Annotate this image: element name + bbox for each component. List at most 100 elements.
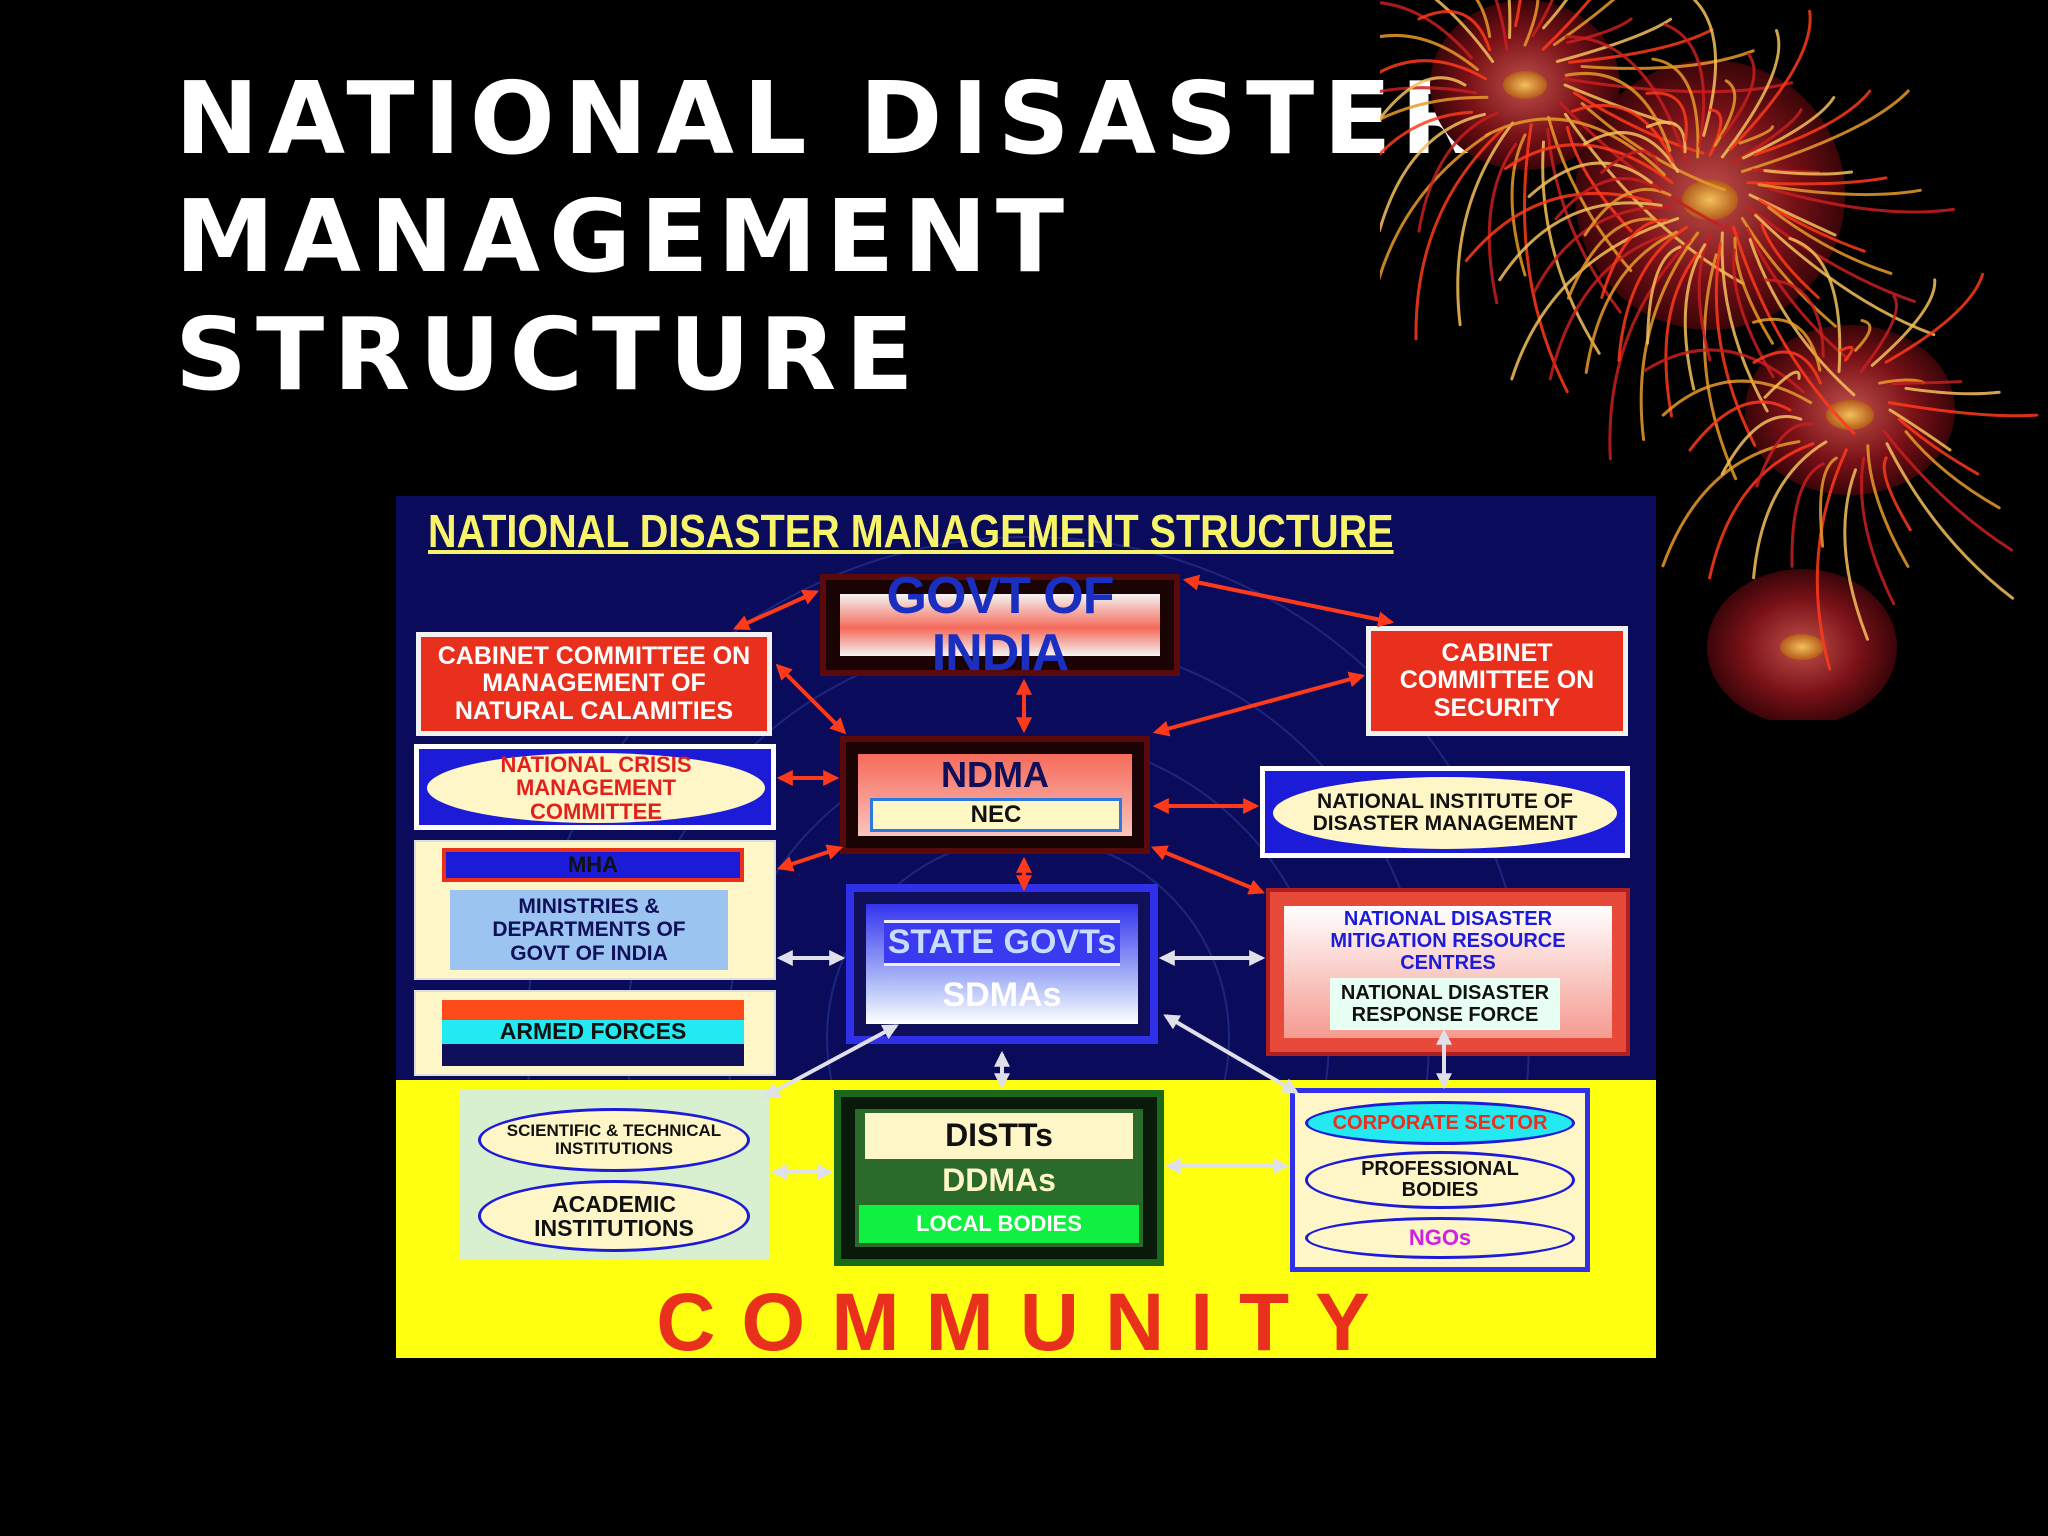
slide-title-line-3: STRUCTURE bbox=[175, 296, 923, 413]
ccs-box: CABINET COMMITTEE ON SECURITY bbox=[1366, 626, 1628, 736]
arrow-state-institutions bbox=[763, 1024, 899, 1098]
firework-ball-2 bbox=[1575, 60, 1845, 330]
ndrf-label: NATIONAL DISASTER RESPONSE FORCE bbox=[1340, 982, 1550, 1026]
diagram-title: NATIONAL DISASTER MANAGEMENT STRUCTURE bbox=[428, 505, 1394, 557]
firework-ray bbox=[1484, 117, 1666, 177]
civil-society-panel: CORPORATE SECTOR PROFESSIONAL BODIES NGO… bbox=[1290, 1088, 1590, 1272]
firework-ray bbox=[1380, 34, 1479, 72]
ndmrc-box: NATIONAL DISASTER MITIGATION RESOURCE CE… bbox=[1266, 888, 1630, 1056]
firework-ray bbox=[1584, 230, 1679, 374]
firework-ray bbox=[1720, 231, 1769, 413]
nec-label: NEC bbox=[970, 800, 1022, 828]
firework-ray bbox=[1839, 345, 1854, 362]
firework-ray bbox=[1860, 456, 1896, 606]
firework-ray bbox=[1639, 231, 1700, 441]
firework-ray bbox=[1546, 128, 1622, 314]
arrow-ndma-ndmrc bbox=[1151, 845, 1265, 895]
firework-ray bbox=[1510, 217, 1680, 381]
armed-forces-band: ARMED FORCES bbox=[442, 1019, 744, 1044]
firework-ray bbox=[1755, 422, 1815, 488]
firework-ray bbox=[1600, 149, 1660, 174]
firework-ray bbox=[1720, 52, 1756, 138]
structure-diagram: COMMUNITY NATIONAL DISASTER MANAGEMENT S… bbox=[396, 496, 1656, 1358]
slide-title-line-2: MANAGEMENT bbox=[175, 178, 1074, 295]
ndma-box: NDMA NEC bbox=[840, 736, 1150, 854]
firework-ray bbox=[1504, 143, 1674, 185]
firework-ray bbox=[1788, 236, 1842, 374]
firework-ray bbox=[1380, 132, 1492, 281]
firework-ray bbox=[1414, 128, 1504, 341]
firework-ray bbox=[1745, 226, 1849, 361]
arrow-ccs-ndma bbox=[1152, 671, 1366, 737]
firework-ray bbox=[1547, 115, 1633, 273]
firework-ray bbox=[1417, 10, 1492, 52]
professional-label: PROFESSIONAL BODIES bbox=[1361, 1158, 1519, 1201]
state-govts-inner: STATE GOVTs SDMAs bbox=[866, 904, 1138, 1024]
ccmnc-box: CABINET COMMITTEE ON MANAGEMENT OF NATUR… bbox=[416, 632, 772, 736]
firework-ray bbox=[1760, 223, 1820, 299]
ndrf-box: NATIONAL DISASTER RESPONSE FORCE bbox=[1330, 978, 1560, 1030]
firework-ray bbox=[1646, 245, 1682, 345]
corporate-label: CORPORATE SECTOR bbox=[1332, 1111, 1548, 1134]
firework-ray bbox=[1487, 142, 1518, 305]
local-bodies-box: LOCAL BODIES bbox=[859, 1205, 1139, 1243]
distts-inner: DISTTs DDMAs LOCAL BODIES bbox=[855, 1109, 1143, 1247]
firework-ball-3 bbox=[1745, 325, 1955, 495]
armed-forces-flag-bottom bbox=[442, 1044, 744, 1066]
firework-ray bbox=[1732, 248, 1775, 379]
firework-ray bbox=[1554, 177, 1662, 221]
nidm-label: NATIONAL INSTITUTE OF DISASTER MANAGEMEN… bbox=[1312, 789, 1578, 835]
firework-ray bbox=[1617, 225, 1688, 362]
ncmc-oval: NATIONAL CRISIS MANAGEMENT COMMITTEE bbox=[427, 753, 765, 823]
firework-ray bbox=[1790, 462, 1825, 568]
firework-ray bbox=[1815, 448, 1848, 671]
arrow-ccmnc-govt bbox=[733, 589, 819, 631]
firework-ray bbox=[1720, 415, 1803, 476]
distts-box: DISTTs DDMAs LOCAL BODIES bbox=[834, 1090, 1164, 1266]
firework-ray bbox=[1768, 187, 1956, 214]
ngos-oval: NGOs bbox=[1305, 1217, 1575, 1259]
local-bodies-label: LOCAL BODIES bbox=[916, 1210, 1082, 1236]
firework-ray bbox=[1866, 444, 1910, 568]
firework-ray bbox=[1564, 35, 1688, 165]
firework-ray bbox=[1882, 429, 2014, 552]
firework-ray bbox=[1757, 183, 1922, 197]
firework-ray bbox=[1651, 57, 1700, 159]
connector-arrows bbox=[733, 574, 1452, 1180]
firework-ray bbox=[1897, 417, 1980, 476]
firework-ray bbox=[1904, 430, 2001, 510]
govt-of-india-inner: GOVT OF INDIA bbox=[840, 567, 1160, 682]
firework-ray bbox=[1475, 0, 1492, 38]
firework-ray bbox=[1661, 379, 1813, 417]
firework-ray bbox=[1380, 95, 1489, 122]
nec-box: NEC bbox=[870, 798, 1122, 832]
firework-ray bbox=[1708, 442, 1815, 580]
academic-oval: ACADEMIC INSTITUTIONS bbox=[478, 1180, 750, 1252]
firework-ray bbox=[1740, 217, 1837, 328]
firework-ray bbox=[1646, 120, 1687, 154]
ndmrc-label: NATIONAL DISASTER MITIGATION RESOURCE CE… bbox=[1330, 908, 1566, 974]
firework-ray bbox=[1380, 1, 1474, 60]
slide-title-line-1: NATIONAL DISASTER bbox=[175, 60, 1487, 177]
firework-ray bbox=[1523, 0, 1540, 47]
firework-ray bbox=[1763, 169, 1854, 176]
firework-ray bbox=[1887, 401, 2039, 418]
slide-title: NATIONAL DISASTER MANAGEMENT STRUCTURE bbox=[175, 60, 1487, 414]
firework-ray bbox=[1891, 380, 1963, 386]
community-label: COMMUNITY bbox=[656, 1277, 1396, 1358]
ndmrc-inner: NATIONAL DISASTER MITIGATION RESOURCE CE… bbox=[1284, 906, 1612, 1038]
firework-ray bbox=[1733, 236, 1774, 345]
distts-label-box: DISTTs bbox=[865, 1113, 1133, 1159]
firework-ray bbox=[1746, 176, 1888, 186]
firework-ray bbox=[1859, 294, 1898, 374]
firework-ray bbox=[1380, 76, 1467, 122]
nidm-oval: NATIONAL INSTITUTE OF DISASTER MANAGEMEN… bbox=[1273, 777, 1617, 849]
firework-ray bbox=[1380, 110, 1474, 157]
firework-ray bbox=[1565, 125, 1633, 233]
firework-ray bbox=[1843, 468, 1870, 641]
mha-box: MHA bbox=[442, 848, 744, 882]
firework-ray bbox=[1732, 225, 1856, 435]
state-govts-box: STATE GOVTs SDMAs bbox=[846, 884, 1158, 1044]
firework-ray bbox=[1434, 0, 1495, 63]
firework-ray bbox=[1728, 9, 1812, 151]
